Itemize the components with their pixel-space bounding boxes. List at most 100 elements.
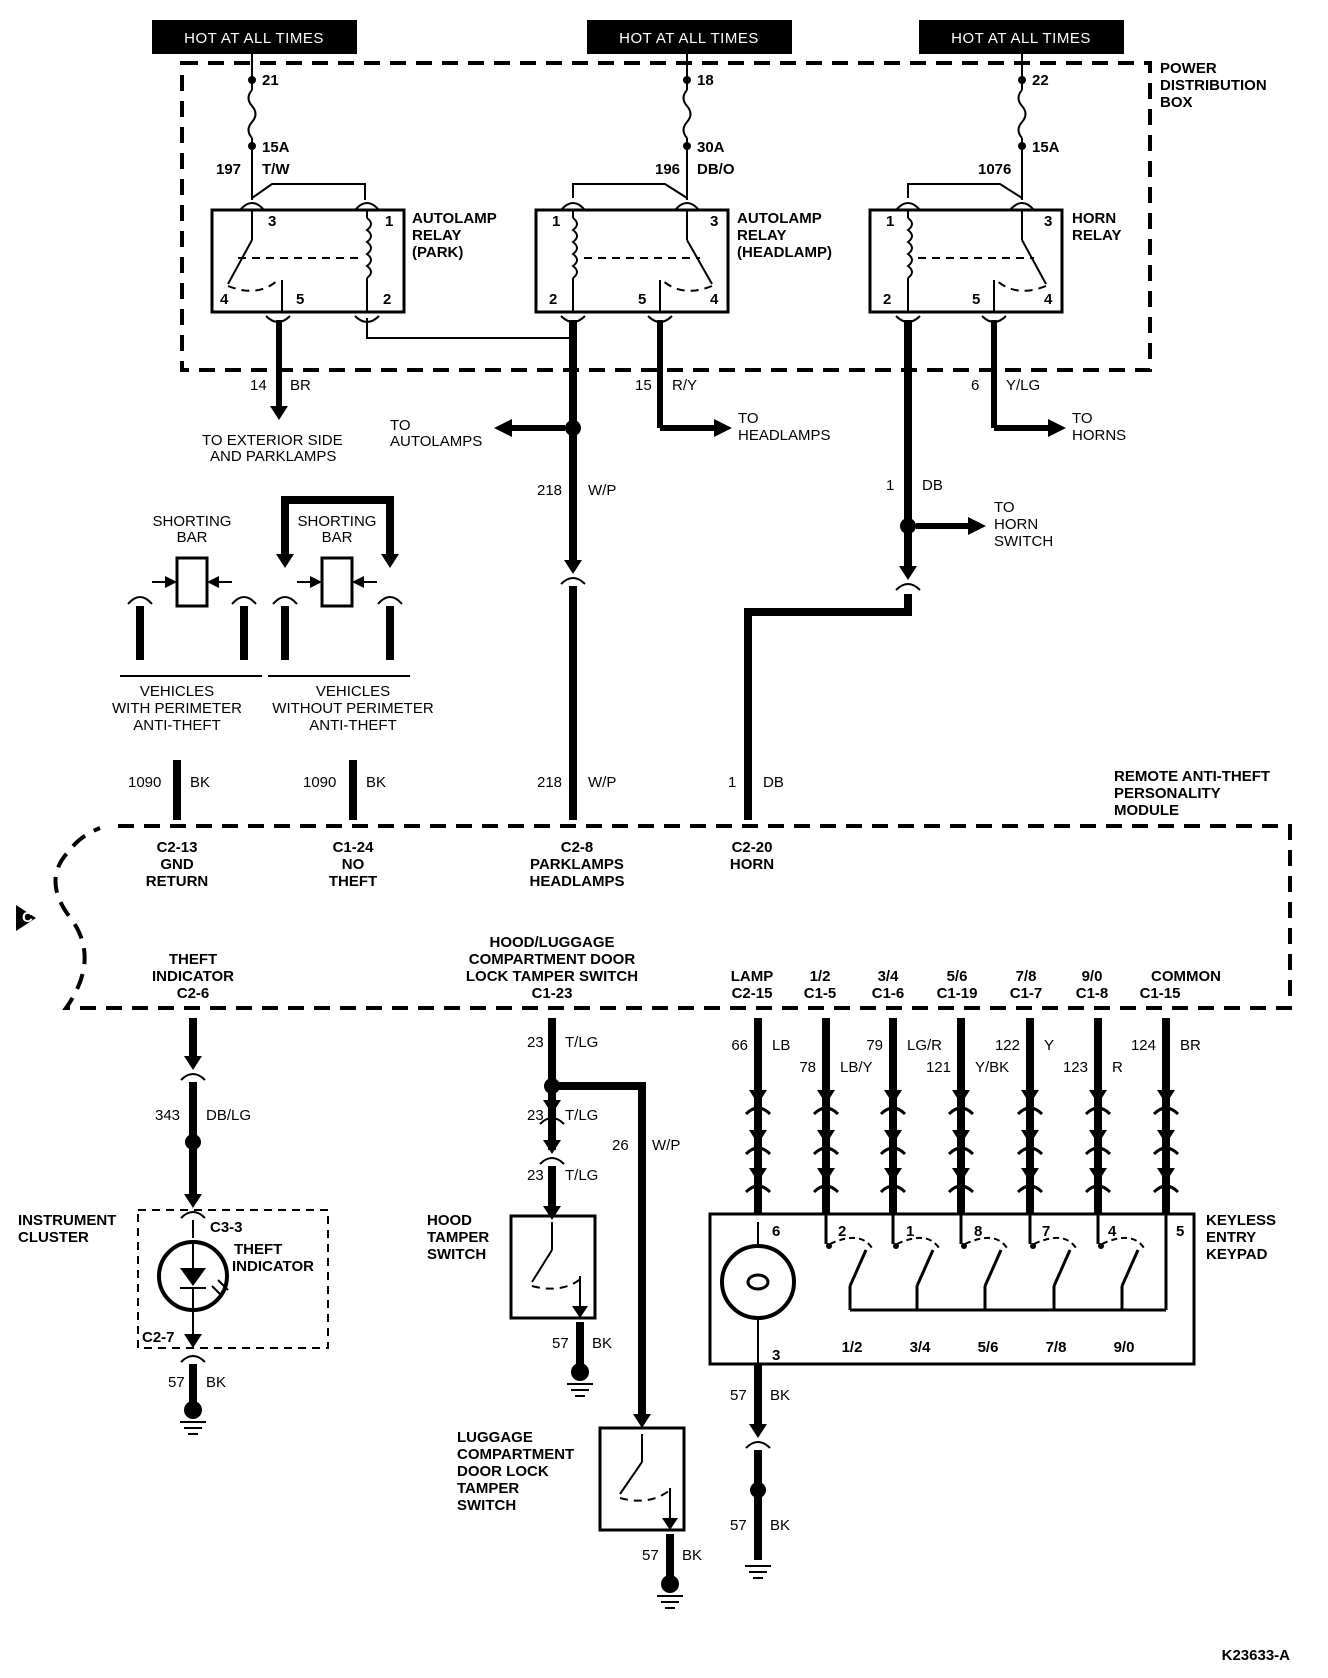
keypad-pin-7: 7 [1042, 1223, 1050, 1240]
anti-theft-module-outline [53, 824, 1292, 1010]
horn-relay-label-2: RELAY [1072, 227, 1121, 244]
shorting-bar-with: SHORTING BAR VEHICLES WITH PERIMETER ANT… [112, 513, 262, 734]
park-relay-pin-1: 1 [385, 213, 393, 230]
park-output-dest-2: AND PARKLAMPS [210, 448, 336, 465]
module-pin-34-2: C1-6 [872, 985, 905, 1002]
keypad-wire-121-color: Y/BK [975, 1059, 1009, 1076]
keypad-button-56: 5/6 [978, 1339, 999, 1356]
module-pin-theft-1: THEFT [169, 951, 217, 968]
hood-ground-num: 57 [552, 1335, 569, 1352]
module-c-marker [16, 905, 36, 931]
keypad-button-34: 3/4 [910, 1339, 932, 1356]
horn-relay: 1 3 2 5 4 HORN RELAY [868, 183, 1121, 323]
luggage-tamper-circuit: LUGGAGE COMPARTMENT DOOR LOCK TAMPER SWI… [457, 1414, 702, 1609]
headlamp-output-wire: 15 R/Y TO HEADLAMPS [635, 320, 831, 444]
keypad-ground: 57 BK 57 BK [730, 1364, 790, 1579]
luggage-ground-num: 57 [642, 1547, 659, 1564]
wire-23-b-color: T/LG [565, 1107, 598, 1124]
module-pin-lamp-2: C2-15 [732, 985, 773, 1002]
park-relay-pin-4: 4 [220, 291, 229, 308]
wire-23-c-num: 23 [527, 1167, 544, 1184]
headlamp-relay-pin-4: 4 [710, 291, 719, 308]
keypad-wire-122-color: Y [1044, 1037, 1054, 1054]
wire-1-lower-num: 1 [728, 774, 736, 791]
module-label-2: PERSONALITY [1114, 785, 1221, 802]
with-perimeter-label-3: ANTI-THEFT [133, 717, 221, 734]
fuse-22-circuit: 1076 [978, 161, 1011, 178]
keypad-lamp [720, 1244, 796, 1320]
keypad-wire-122: 122 Y [995, 1018, 1054, 1214]
hot-header-1-text: HOT AT ALL TIMES [184, 30, 324, 47]
module-pin-common-1: COMMON [1151, 968, 1221, 985]
keypad-button-90: 9/0 [1114, 1339, 1135, 1356]
headlamp-dest-1: TO [738, 410, 759, 427]
keyless-entry-keypad: KEYLESS ENTRY KEYPAD 6 2 1 8 7 4 5 3 1/2… [708, 1212, 1276, 1366]
module-pin-lamp-1: LAMP [731, 968, 774, 985]
power-box-label-3: BOX [1160, 94, 1193, 111]
keypad-wire-121-num: 121 [926, 1059, 951, 1076]
wire-218-lower-num: 218 [537, 774, 562, 791]
module-pin-park-2: PARKLAMPS [530, 856, 624, 873]
shorting-bar-without-label-1: SHORTING [298, 513, 377, 530]
shorting-bar-with-label-1: SHORTING [153, 513, 232, 530]
wire-1-upper-color: DB [922, 477, 943, 494]
autolamp-relay-headlamp: 1 3 2 5 4 AUTOLAMP RELAY (HEADLAMP) [534, 183, 832, 323]
keypad-pin-8: 8 [974, 1223, 982, 1240]
hot-header-2-text: HOT AT ALL TIMES [619, 30, 759, 47]
horn-output-color: Y/LG [1006, 377, 1040, 394]
keypad-button-12: 1/2 [842, 1339, 863, 1356]
fuse-18-circuit: 196 [655, 161, 680, 178]
module-pin-78-2: C1-7 [1010, 985, 1043, 1002]
cluster-ground-color: BK [206, 1374, 226, 1391]
headlamp-output-circuit: 15 [635, 377, 652, 394]
module-pin-gnd-2: GND [160, 856, 194, 873]
park-output-dest-1: TO EXTERIOR SIDE [202, 432, 343, 449]
without-perimeter-label-2: WITHOUT PERIMETER [272, 700, 434, 717]
headlamp-dest-2: HEADLAMPS [738, 427, 831, 444]
headlamp-relay-pin-5: 5 [638, 291, 646, 308]
wire-26-num: 26 [612, 1137, 629, 1154]
hot-header-1: HOT AT ALL TIMES [152, 20, 357, 54]
keypad-wire-123-num: 123 [1063, 1059, 1088, 1076]
module-pin-common-2: C1-15 [1140, 985, 1181, 1002]
module-pin-56-1: 5/6 [947, 968, 968, 985]
hood-switch-label-2: TAMPER [427, 1229, 489, 1246]
luggage-switch-label-1: LUGGAGE [457, 1429, 533, 1446]
module-pin-12-1: 1/2 [810, 968, 831, 985]
hood-ground-color: BK [592, 1335, 612, 1352]
wire-218-lower-color: W/P [588, 774, 616, 791]
fuse-21-circuit: 197 [216, 161, 241, 178]
keypad-wire-66-num: 66 [731, 1037, 748, 1054]
wire-1090-with: 1090 BK [128, 760, 210, 820]
luggage-switch-label-2: COMPARTMENT [457, 1446, 574, 1463]
hot-header-3: HOT AT ALL TIMES [919, 20, 1124, 54]
horn-relay-pin-3: 3 [1044, 213, 1052, 230]
keypad-pin-4: 4 [1108, 1223, 1117, 1240]
module-pin-notheft-1: C1-24 [333, 839, 375, 856]
wire-1090-with-color: BK [190, 774, 210, 791]
headlamp-relay-label-2: RELAY [737, 227, 786, 244]
power-box-label-1: POWER [1160, 60, 1217, 77]
wire-1-upper: TO HORN SWITCH 1 DB [744, 320, 1053, 820]
shorting-bar-without: SHORTING BAR VEHICLES WITHOUT PERIMETER … [268, 496, 434, 734]
fuse-21: 21 15A 197 T/W [216, 54, 290, 200]
keypad-ground-color-a: BK [770, 1387, 790, 1404]
keypad-wire-66-color: LB [772, 1037, 790, 1054]
module-pin-theft-2: INDICATOR [152, 968, 234, 985]
hood-switch-label-1: HOOD [427, 1212, 472, 1229]
module-pin-90-1: 9/0 [1082, 968, 1103, 985]
keypad-ground-num-b: 57 [730, 1517, 747, 1534]
module-pin-hood-3: LOCK TAMPER SWITCH [466, 968, 638, 985]
module-label-1: REMOTE ANTI-THEFT [1114, 768, 1270, 785]
module-pin-theft-3: C2-6 [177, 985, 210, 1002]
keypad-wire-122-num: 122 [995, 1037, 1020, 1054]
wire-1090-without-color: BK [366, 774, 386, 791]
hot-header-2: HOT AT ALL TIMES [587, 20, 792, 54]
wire-1-upper-num: 1 [886, 477, 894, 494]
headlamp-output-color: R/Y [672, 377, 697, 394]
park-relay-label-2: RELAY [412, 227, 461, 244]
